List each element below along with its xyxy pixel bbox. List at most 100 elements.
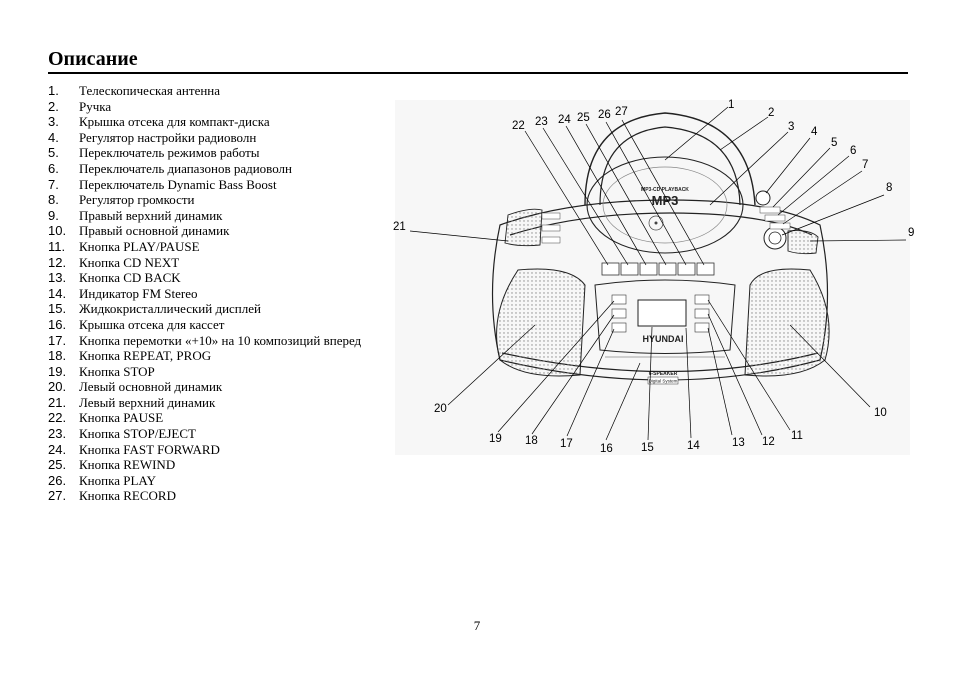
item-number: 13. xyxy=(48,270,67,286)
brand-logo: HYUNDAI xyxy=(642,334,683,344)
tuning-knob[interactable] xyxy=(755,190,771,206)
item-text: Кнопка PLAY/PAUSE xyxy=(79,238,200,254)
list-item: 10.Правый основной динамик xyxy=(48,223,361,239)
item-text: Ручка xyxy=(79,98,112,114)
list-item: 23.Кнопка STOP/EJECT xyxy=(48,426,361,442)
speaker-badge: 6-SPEAKER xyxy=(649,371,678,377)
rewind-button[interactable] xyxy=(658,262,677,276)
band-switch[interactable] xyxy=(764,214,786,222)
play-pause-button[interactable] xyxy=(694,294,710,305)
item-text: Кнопка RECORD xyxy=(79,488,176,504)
item-number: 1. xyxy=(48,83,59,98)
item-text: Левый верхний динамик xyxy=(79,394,216,410)
list-item: 11.Кнопка PLAY/PAUSE xyxy=(48,239,361,255)
item-text: Регулятор громкости xyxy=(79,192,195,208)
item-number: 20. xyxy=(48,379,67,395)
item-number: 18. xyxy=(48,348,67,364)
stop-eject-button[interactable] xyxy=(620,262,639,276)
item-text: Переключатель Dynamic Bass Boost xyxy=(79,176,277,192)
item-text: Жидкокристаллический дисплей xyxy=(79,301,261,317)
item-number: 8. xyxy=(48,192,59,208)
item-text: Телескопическая антенна xyxy=(79,83,221,98)
pause-button[interactable] xyxy=(601,262,620,276)
lid-caption: MP3-CD PLAYBACK xyxy=(641,187,689,193)
fast-forward-button[interactable] xyxy=(639,262,658,276)
item-number: 5. xyxy=(48,145,59,161)
dbb-switch[interactable] xyxy=(769,222,791,230)
item-text: Кнопка перемотки «+10» на 10 композиций … xyxy=(79,332,362,348)
cd-lid: MP3-CD PLAYBACK MP3 xyxy=(586,156,744,254)
front-panel: HYUNDAI 6-SPEAKER Digital System xyxy=(594,279,736,385)
item-text: Регулятор настройки радиоволн xyxy=(79,129,257,145)
item-text: Переключатель диапазонов радиоволн xyxy=(79,160,293,176)
item-number: 27. xyxy=(48,488,67,504)
list-item: 12. Кнопка CD NEXT xyxy=(48,255,361,271)
leader-lines xyxy=(409,106,907,441)
callout-14: 14 xyxy=(687,440,700,452)
function-switch[interactable] xyxy=(759,206,781,214)
plus10-button[interactable] xyxy=(611,322,627,333)
list-item: 21.Левый верхний динамик xyxy=(48,395,361,411)
list-item: 9.Правый верхний динамик xyxy=(48,208,361,224)
callout-5: 5 xyxy=(831,137,837,149)
list-item: 26.Кнопка PLAY xyxy=(48,473,361,489)
right-main-speaker xyxy=(744,268,830,377)
stop-button[interactable] xyxy=(611,294,627,305)
left-tweeter xyxy=(504,208,561,247)
list-item: 16.Крышка отсека для кассет xyxy=(48,317,361,333)
list-item: 5.Переключатель режимов работы xyxy=(48,145,361,161)
list-item: 13. Кнопка CD BACK xyxy=(48,270,361,286)
repeat-prog-button[interactable] xyxy=(611,308,627,319)
list-item: 8. Регулятор громкости xyxy=(48,192,361,208)
item-number: 6. xyxy=(48,160,59,176)
callout-10: 10 xyxy=(874,407,887,419)
item-text: Левый основной динамик xyxy=(79,379,223,395)
page-number: 7 xyxy=(473,618,481,633)
callout-16: 16 xyxy=(600,443,613,455)
speaker-badge-sub: Digital System xyxy=(649,379,678,384)
volume-knob[interactable] xyxy=(763,226,787,250)
list-item: 6. Переключатель диапазонов радиоволн xyxy=(48,161,361,177)
callout-20: 20 xyxy=(434,403,447,415)
diagram-background xyxy=(395,100,910,455)
list-item: 20. Левый основной динамик xyxy=(48,379,361,395)
item-text: Кнопка CD BACK xyxy=(79,270,181,286)
item-number: 12. xyxy=(48,254,67,270)
callout-7: 7 xyxy=(862,159,868,171)
callout-3: 3 xyxy=(788,121,794,133)
lcd-display xyxy=(637,299,687,327)
cd-next-button[interactable] xyxy=(694,308,710,319)
item-number: 14. xyxy=(48,285,67,301)
callout-12: 12 xyxy=(762,436,775,448)
list-item: 14. Индикатор FM Stereo xyxy=(48,286,361,302)
callout-15: 15 xyxy=(641,442,654,454)
list-item: 22.Кнопка PAUSE xyxy=(48,410,361,426)
list-item: 19.Кнопка STOP xyxy=(48,364,361,380)
callout-13: 13 xyxy=(732,437,745,449)
callout-26: 26 xyxy=(598,109,611,121)
lid-logo: MP3 xyxy=(652,193,679,208)
play-button[interactable] xyxy=(677,262,696,276)
item-text: Кнопка PLAY xyxy=(79,472,156,488)
item-number: 9. xyxy=(48,207,59,223)
item-text: Кнопка FAST FORWARD xyxy=(79,441,220,457)
left-main-speaker xyxy=(496,268,586,377)
item-number: 7. xyxy=(48,176,59,192)
callout-25: 25 xyxy=(577,112,590,124)
item-text: Индикатор FM Stereo xyxy=(79,285,198,301)
item-number: 23. xyxy=(48,426,67,442)
device-diagram: MP3-CD PLAYBACK MP3 HYUNDAI 6-S xyxy=(393,99,914,455)
item-number: 19. xyxy=(48,363,67,379)
disc-icon xyxy=(648,215,664,231)
list-item: 2.Ручка xyxy=(48,99,361,115)
list-item: 4.Регулятор настройки радиоволн xyxy=(48,130,361,146)
callout-27: 27 xyxy=(615,106,628,118)
list-item: 1. Телескопическая антенна xyxy=(48,83,361,99)
right-tweeter xyxy=(755,190,819,255)
record-button[interactable] xyxy=(696,262,715,276)
cd-back-button[interactable] xyxy=(694,322,710,333)
item-number: 24. xyxy=(48,441,67,457)
item-text: Кнопка CD NEXT xyxy=(79,254,180,270)
callout-11: 11 xyxy=(791,430,803,442)
